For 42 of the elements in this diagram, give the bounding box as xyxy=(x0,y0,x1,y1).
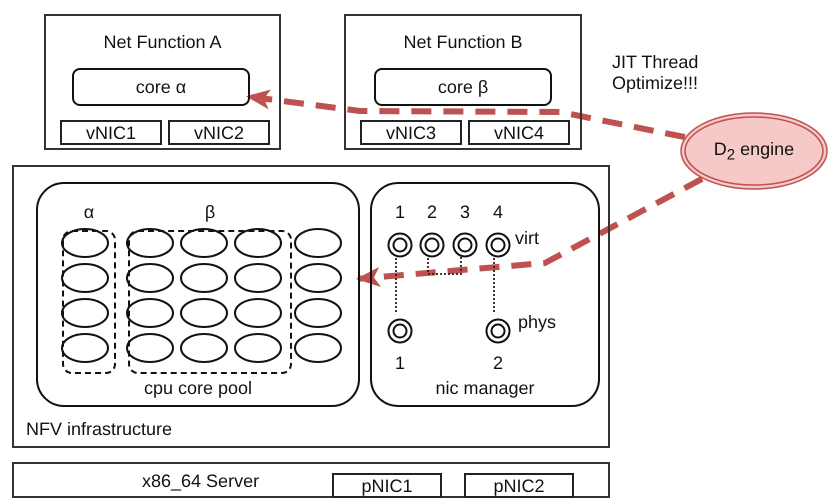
node-label: core α xyxy=(134,77,188,98)
process-box xyxy=(374,68,552,106)
interface-box xyxy=(468,120,570,145)
arrow xyxy=(246,89,686,140)
container-box xyxy=(12,462,610,498)
container-box xyxy=(12,165,610,448)
arrow xyxy=(356,176,704,287)
module-panel xyxy=(370,182,600,407)
node-label: pNIC1 xyxy=(360,476,414,497)
node-label: vNIC1 xyxy=(84,123,137,144)
node-label: cpu core pool xyxy=(142,378,254,399)
port-row-label: phys xyxy=(518,312,556,333)
container-box xyxy=(344,14,582,150)
port-number: 4 xyxy=(492,202,504,223)
node-label: D$_{2}$ engine xyxy=(712,139,796,164)
group-label: α xyxy=(82,202,96,223)
interface-box xyxy=(332,473,442,498)
port-number: 2 xyxy=(492,353,504,374)
node-label: nic manager xyxy=(434,378,536,399)
interface-box xyxy=(168,120,270,145)
node-label: Net Function A xyxy=(102,32,223,53)
node-label: vNIC4 xyxy=(492,123,545,144)
interface-box xyxy=(360,120,462,145)
port-row-label: virt xyxy=(515,228,539,249)
node-label: vNIC2 xyxy=(192,123,245,144)
node-label: core β xyxy=(436,77,490,98)
node-label: vNIC3 xyxy=(384,123,437,144)
port-number: 3 xyxy=(458,202,471,223)
group-label: β xyxy=(204,202,216,223)
interface-box xyxy=(464,473,574,498)
container-box xyxy=(44,14,281,150)
node-label: pNIC2 xyxy=(492,476,546,497)
port-number: 2 xyxy=(426,202,438,223)
port-number: 1 xyxy=(394,202,406,223)
node-label: NFV infrastructure xyxy=(26,419,172,440)
node-label: Net Function B xyxy=(402,32,524,53)
port-number: 1 xyxy=(394,353,406,374)
process-box xyxy=(72,68,250,106)
connector-line xyxy=(427,254,462,275)
interface-box xyxy=(60,120,162,145)
module-panel xyxy=(36,182,360,407)
node-label: x86_64 Server xyxy=(142,471,260,492)
